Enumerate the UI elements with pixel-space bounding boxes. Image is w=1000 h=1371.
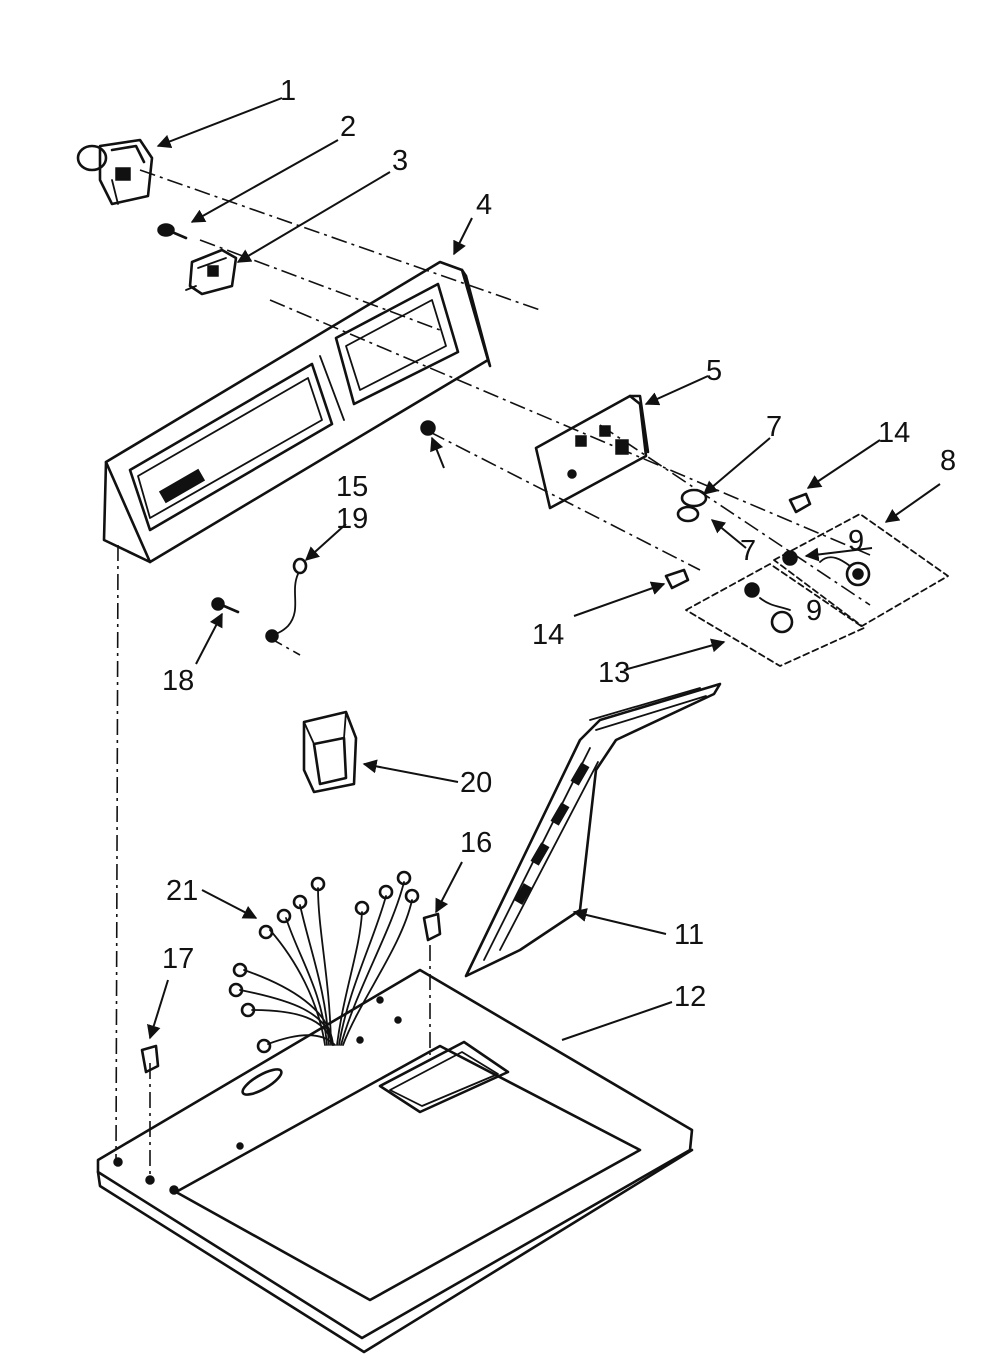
part-2-screw [157, 223, 188, 240]
callout-19: 19 [336, 503, 368, 535]
callout-7-upper: 7 [766, 411, 782, 443]
callout-18: 18 [162, 665, 194, 697]
part-12-top-cover [96, 968, 694, 1354]
part-17-screw [140, 1044, 160, 1074]
callout-17: 17 [162, 943, 194, 975]
part-15-screw [420, 420, 436, 436]
callout-4: 4 [476, 189, 492, 221]
callout-14-upper: 14 [878, 417, 910, 449]
part-16-screw [422, 912, 442, 942]
callout-2: 2 [340, 111, 356, 143]
part-13-lamp-kit [685, 563, 865, 667]
part-3-switch [185, 248, 238, 296]
callout-21: 21 [166, 875, 198, 907]
part-14-screws [664, 492, 812, 590]
part-4-console-panel [102, 260, 492, 564]
callout-15: 15 [336, 471, 368, 503]
part-20-connector [302, 710, 358, 794]
callout-11: 11 [674, 919, 704, 951]
callout-16: 16 [460, 827, 492, 859]
callout-3: 3 [392, 145, 408, 177]
callout-7-lower: 7 [740, 535, 756, 567]
part-8-lamp-kit [773, 513, 949, 627]
callout-14-lower: 14 [532, 619, 564, 651]
callout-8: 8 [940, 445, 956, 477]
callout-5: 5 [706, 355, 722, 387]
leader-lines [147, 97, 941, 1041]
part-18-19-ground-wire [211, 557, 308, 643]
part-7-clips [676, 488, 708, 523]
callout-20: 20 [460, 767, 492, 799]
callout-1: 1 [280, 75, 296, 107]
part-1-timer-knob [76, 138, 154, 206]
part-21-wiring-harness [228, 870, 420, 1054]
callout-13: 13 [598, 657, 630, 689]
part-11-circuit-board [464, 682, 722, 978]
callout-9-upper: 9 [848, 525, 864, 557]
assembly-lines [115, 169, 871, 1180]
part-5-bracket [534, 394, 650, 510]
callout-labels: 1 2 3 4 5 7 14 8 15 19 9 7 14 18 9 13 20… [162, 75, 956, 1013]
callout-9-lower: 9 [806, 595, 822, 627]
callout-12: 12 [674, 981, 706, 1013]
